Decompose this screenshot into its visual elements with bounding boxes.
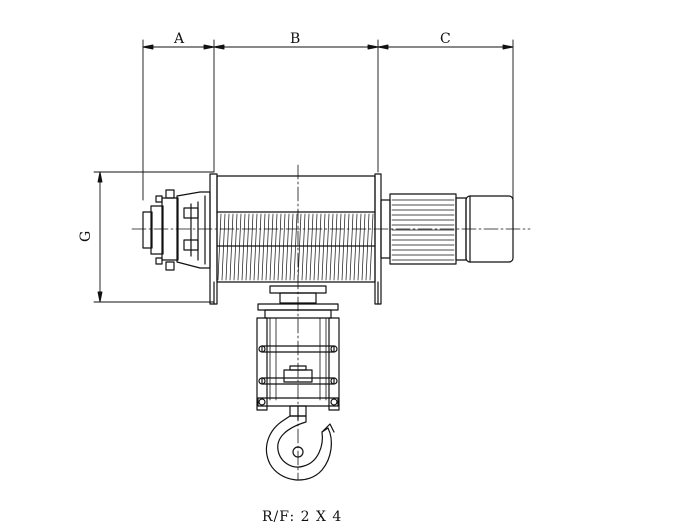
- groove-line: [269, 213, 274, 281]
- rope-drum: [213, 173, 382, 305]
- groove-line: [233, 213, 238, 281]
- dimension-b-label: B: [290, 31, 300, 47]
- groove-line: [357, 213, 362, 281]
- groove-line: [281, 213, 286, 281]
- groove-line: [345, 213, 350, 281]
- groove-line: [317, 213, 322, 281]
- groove-line: [369, 213, 374, 281]
- groove-line: [329, 213, 334, 281]
- groove-line: [309, 213, 314, 281]
- groove-line: [337, 213, 342, 281]
- groove-line: [253, 213, 258, 281]
- groove-line: [325, 213, 330, 281]
- groove-line: [217, 213, 222, 281]
- hook-block: [256, 285, 340, 481]
- groove-line: [257, 213, 262, 281]
- groove-line: [321, 213, 326, 281]
- motor-fins: [391, 199, 455, 261]
- groove-line: [349, 213, 354, 281]
- groove-line: [241, 213, 246, 281]
- groove-line: [305, 213, 310, 281]
- groove-line: [265, 213, 270, 281]
- groove-line: [229, 213, 234, 281]
- dimension-c-label: C: [440, 31, 451, 47]
- reeving-ratio: R/F: 2 X 4: [262, 509, 342, 525]
- groove-line: [333, 213, 338, 281]
- groove-line: [301, 213, 306, 281]
- dimension-lines: [93, 39, 514, 303]
- groove-line: [353, 213, 358, 281]
- dimension-a-label: A: [173, 31, 185, 47]
- groove-line: [277, 213, 282, 281]
- gearbox: [142, 173, 218, 305]
- groove-line: [341, 213, 346, 281]
- rope-grooves: [217, 213, 374, 281]
- groove-line: [245, 213, 250, 281]
- reeving-label: R/F:: [262, 509, 296, 525]
- groove-line: [237, 213, 242, 281]
- groove-line: [293, 213, 298, 281]
- groove-line: [297, 213, 302, 281]
- groove-line: [361, 213, 366, 281]
- dimension-g-label: G: [78, 231, 94, 242]
- groove-line: [225, 213, 230, 281]
- groove-line: [285, 213, 290, 281]
- reeving-value: 2 X 4: [300, 509, 343, 525]
- groove-line: [289, 213, 294, 281]
- groove-line: [313, 213, 318, 281]
- groove-line: [249, 213, 254, 281]
- groove-line: [221, 213, 226, 281]
- groove-line: [261, 213, 266, 281]
- motor: [380, 193, 514, 265]
- groove-line: [273, 213, 278, 281]
- hook: [265, 415, 332, 481]
- groove-line: [365, 213, 370, 281]
